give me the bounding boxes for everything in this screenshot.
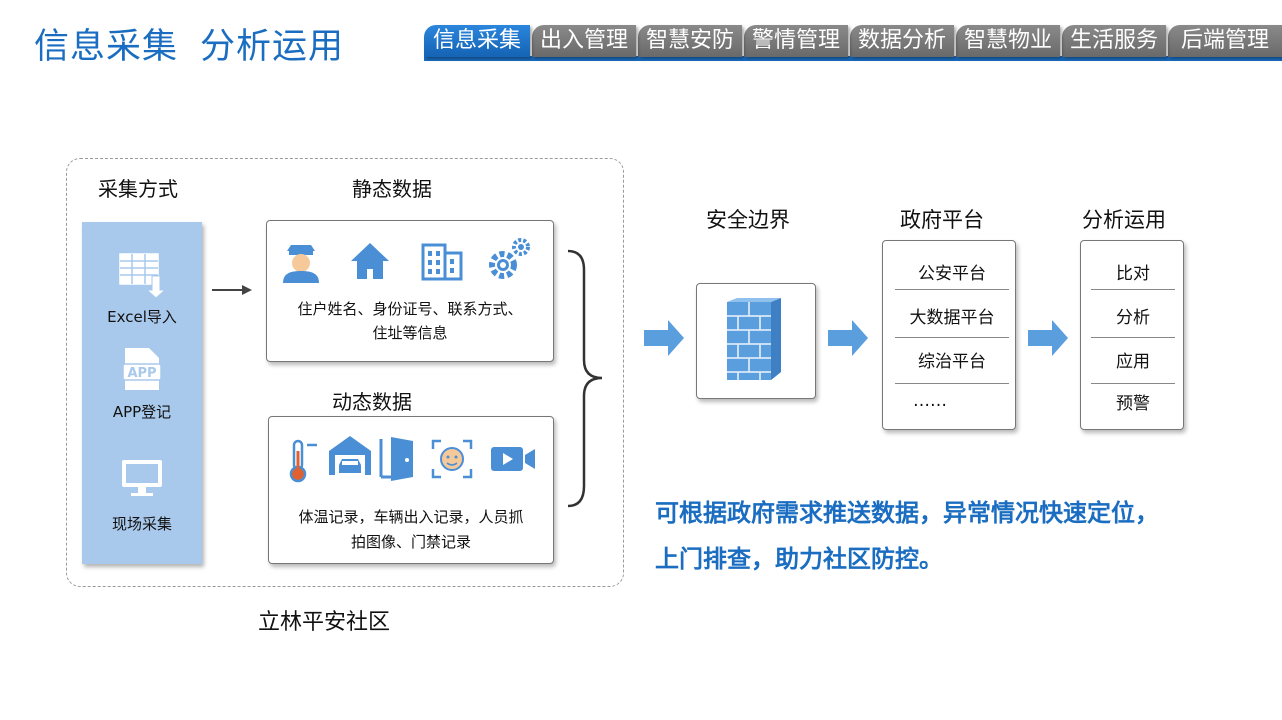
gov-item-comprehensive: 综治平台	[918, 352, 986, 372]
tab-alarm-management[interactable]: 警情管理	[744, 25, 848, 57]
resident-icon	[283, 245, 319, 283]
page-title-part1: 信息采集	[34, 27, 179, 67]
svg-text:APP: APP	[127, 366, 156, 381]
divider	[1091, 337, 1175, 338]
app-file-icon: APP	[82, 346, 202, 396]
thermometer-icon	[289, 439, 317, 483]
divider	[895, 383, 1009, 384]
static-data-line2: 住址等信息	[372, 324, 448, 342]
tab-smart-security[interactable]: 智慧安防	[638, 25, 742, 57]
summary-note-line1: 可根据政府需求推送数据，异常情况快速定位，	[655, 498, 1159, 527]
flow-arrow-icon	[644, 320, 684, 356]
face-scan-icon	[431, 439, 473, 479]
government-heading: 政府平台	[900, 208, 984, 232]
method-label-onsite: 现场采集	[111, 515, 172, 533]
dynamic-data-heading: 动态数据	[332, 390, 412, 414]
tab-data-analysis[interactable]: 数据分析	[850, 25, 954, 57]
static-data-line1: 住户姓名、身份证号、联系方式、	[297, 300, 523, 318]
collection-container	[66, 158, 624, 587]
tab-backend-management[interactable]: 后端管理	[1168, 25, 1282, 57]
method-label-app: APP登记	[112, 403, 172, 421]
analysis-item-analyze: 分析	[1116, 308, 1150, 328]
tab-info-collection[interactable]: 信息采集	[424, 25, 530, 57]
divider	[1091, 289, 1175, 290]
garage-car-icon	[329, 436, 371, 475]
government-box: 公安平台 大数据平台 综治平台 ……	[882, 240, 1016, 430]
collection-methods-panel: Excel导入 APP APP登记 现场采集	[82, 222, 202, 564]
spreadsheet-import-icon	[82, 252, 202, 302]
analysis-heading: 分析运用	[1082, 208, 1166, 232]
flow-arrow-icon	[828, 320, 868, 356]
gov-item-more: ……	[913, 391, 947, 411]
gov-item-public-security: 公安平台	[918, 264, 986, 284]
tab-access-management[interactable]: 出入管理	[532, 25, 636, 57]
nav-underline	[424, 56, 1282, 61]
collection-heading: 采集方式	[98, 177, 178, 201]
divider	[1091, 383, 1175, 384]
dynamic-data-line1: 体温记录，车辆出入记录，人员抓	[298, 508, 524, 526]
tab-life-service[interactable]: 生活服务	[1062, 25, 1166, 57]
tab-smart-property[interactable]: 智慧物业	[956, 25, 1060, 57]
divider	[895, 337, 1009, 338]
page-title-part2: 分析运用	[200, 27, 345, 67]
firewall-icon	[727, 298, 781, 380]
security-heading: 安全边界	[706, 208, 790, 232]
summary-note: 可根据政府需求推送数据，异常情况快速定位， 上门排查，助力社区防控。	[655, 490, 1255, 582]
analysis-item-warning: 预警	[1116, 394, 1150, 414]
gears-icon	[489, 238, 530, 279]
analysis-item-compare: 比对	[1116, 264, 1150, 284]
dynamic-data-line2: 拍图像、门禁记录	[350, 533, 471, 551]
arrow-right-icon	[212, 285, 252, 295]
analysis-box: 比对 分析 应用 预警	[1080, 240, 1184, 430]
gov-item-big-data: 大数据平台	[909, 308, 995, 328]
analysis-item-apply: 应用	[1116, 352, 1150, 372]
top-nav: 信息采集 出入管理 智慧安防 警情管理 数据分析 智慧物业 生活服务 后端管理	[424, 25, 1282, 61]
static-data-heading: 静态数据	[352, 177, 432, 201]
security-box	[696, 283, 816, 399]
right-brace	[567, 249, 603, 508]
dynamic-data-box: 体温记录，车辆出入记录，人员抓 拍图像、门禁记录	[268, 416, 554, 564]
building-icon	[421, 243, 463, 281]
community-name: 立林平安社区	[258, 610, 391, 635]
house-icon	[351, 243, 389, 279]
static-data-box: 住户姓名、身份证号、联系方式、 住址等信息	[266, 220, 554, 362]
divider	[895, 289, 1009, 290]
door-icon	[379, 437, 413, 481]
video-camera-icon	[491, 447, 535, 471]
monitor-icon	[82, 458, 202, 502]
flow-arrow-icon	[1028, 320, 1068, 356]
method-label-excel: Excel导入	[107, 308, 177, 326]
page-title: 信息采集分析运用	[34, 18, 344, 69]
summary-note-line2: 上门排查，助力社区防控。	[655, 544, 943, 573]
